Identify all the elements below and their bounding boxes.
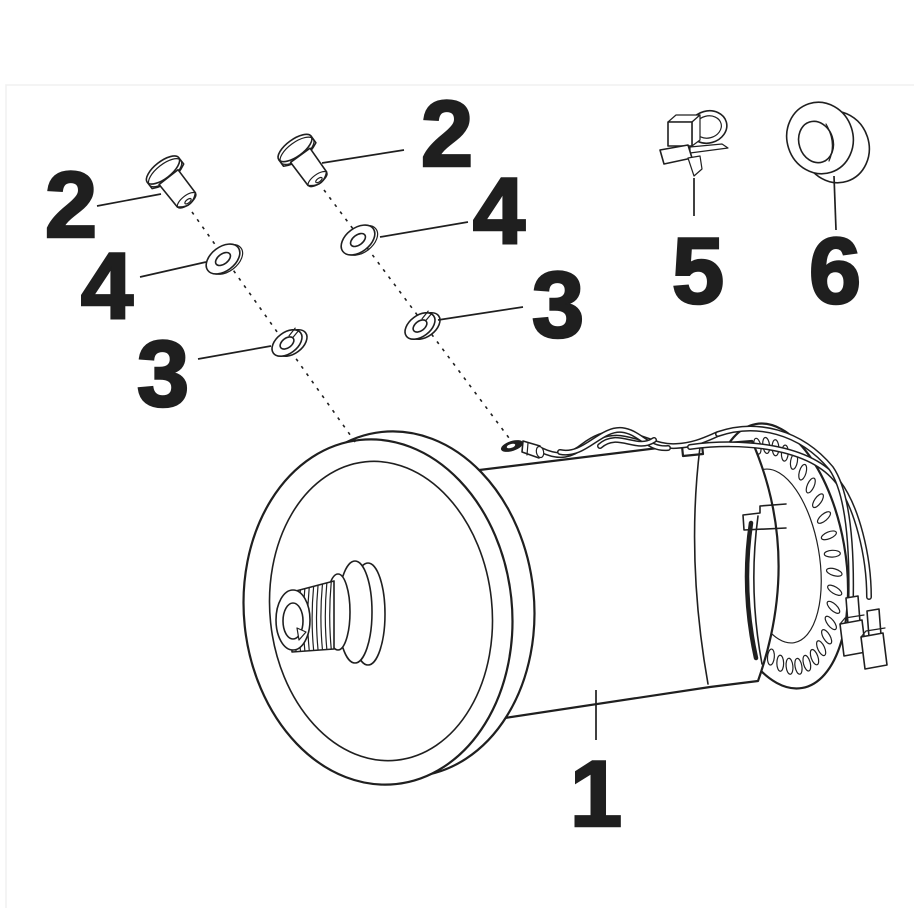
screw-left xyxy=(141,150,207,218)
page-edge-tint xyxy=(5,84,914,908)
ring-terminal xyxy=(500,440,545,459)
clip-tab xyxy=(659,144,693,165)
callout-label-4-right: 4 xyxy=(473,158,525,263)
grommet xyxy=(785,101,871,184)
callout-label-3-right: 3 xyxy=(532,252,584,357)
assembly-axis-right xyxy=(323,189,510,439)
callout-label-5: 5 xyxy=(672,218,724,323)
callout-label-4-left: 4 xyxy=(81,233,133,338)
callout-label-3-left: 3 xyxy=(137,321,189,426)
motor-wires xyxy=(538,425,872,602)
flat-washer-left xyxy=(199,235,249,283)
spade-connector xyxy=(839,595,867,657)
lock-washer-right xyxy=(399,304,446,348)
housing-notch xyxy=(742,503,787,531)
callout-2-screw-top: 2 xyxy=(321,80,474,187)
callout-5-wire-clip: 5 xyxy=(671,178,725,324)
clip-anchor xyxy=(687,155,703,177)
clip-arm xyxy=(689,143,729,154)
callout-1-motor: 1 xyxy=(569,690,623,847)
motor-assembly xyxy=(242,422,888,786)
callout-4-left: 4 xyxy=(80,232,207,339)
keyway xyxy=(296,627,307,641)
callout-3-left: 3 xyxy=(136,320,272,427)
wire-clip xyxy=(659,109,729,177)
callout-label-1: 1 xyxy=(570,741,622,846)
spade-connector xyxy=(860,608,888,670)
callout-label-2-left: 2 xyxy=(45,152,97,257)
callout-label-2-top: 2 xyxy=(421,81,473,186)
callout-6-grommet: 6 xyxy=(808,175,862,324)
callout-3-right: 3 xyxy=(437,251,585,358)
flat-washer-right xyxy=(334,216,384,264)
callout-4-right: 4 xyxy=(379,157,526,264)
callout-label-6: 6 xyxy=(809,218,861,323)
lock-washer-left xyxy=(266,321,313,365)
callout-2-screw-left: 2 xyxy=(44,151,162,258)
pulley-hub xyxy=(275,560,386,666)
assembly-axis-left xyxy=(191,211,359,447)
